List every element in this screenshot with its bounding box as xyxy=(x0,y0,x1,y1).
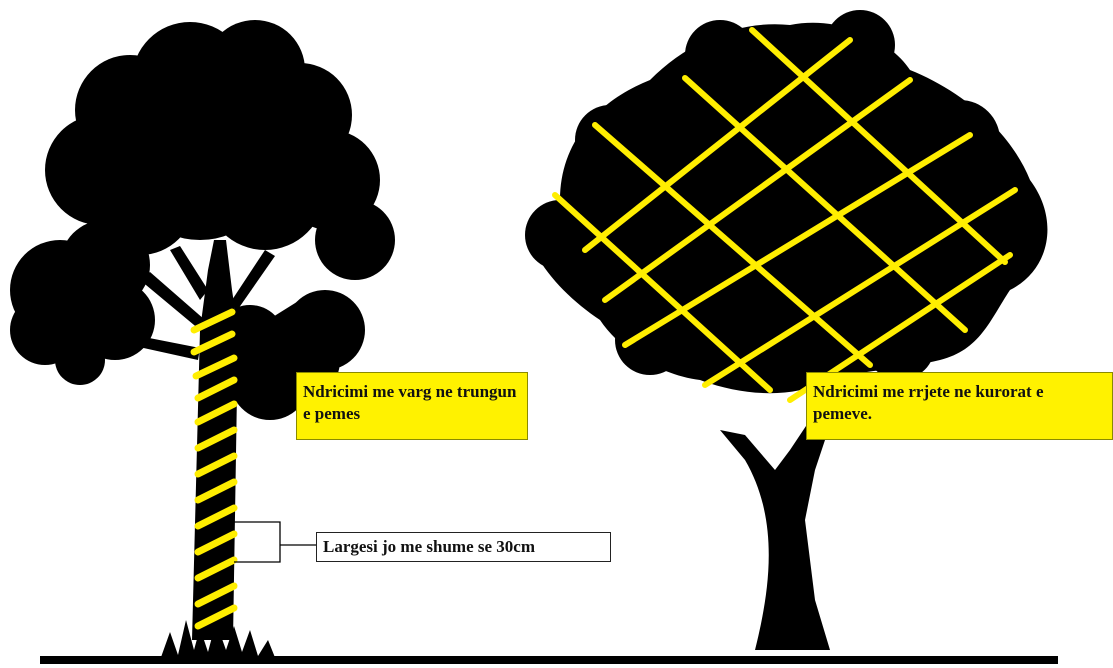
trunk-lighting-label: Ndricimi me varg ne trungun e pemes xyxy=(296,372,528,440)
spacing-note-label: Largesi jo me shume se 30cm xyxy=(316,532,611,562)
canopy-lighting-label: Ndricimi me rrjete ne kurorat e pemeve. xyxy=(806,372,1113,440)
left-tree xyxy=(10,20,395,660)
spacing-bracket xyxy=(234,522,316,562)
right-tree-trunk xyxy=(720,420,830,650)
